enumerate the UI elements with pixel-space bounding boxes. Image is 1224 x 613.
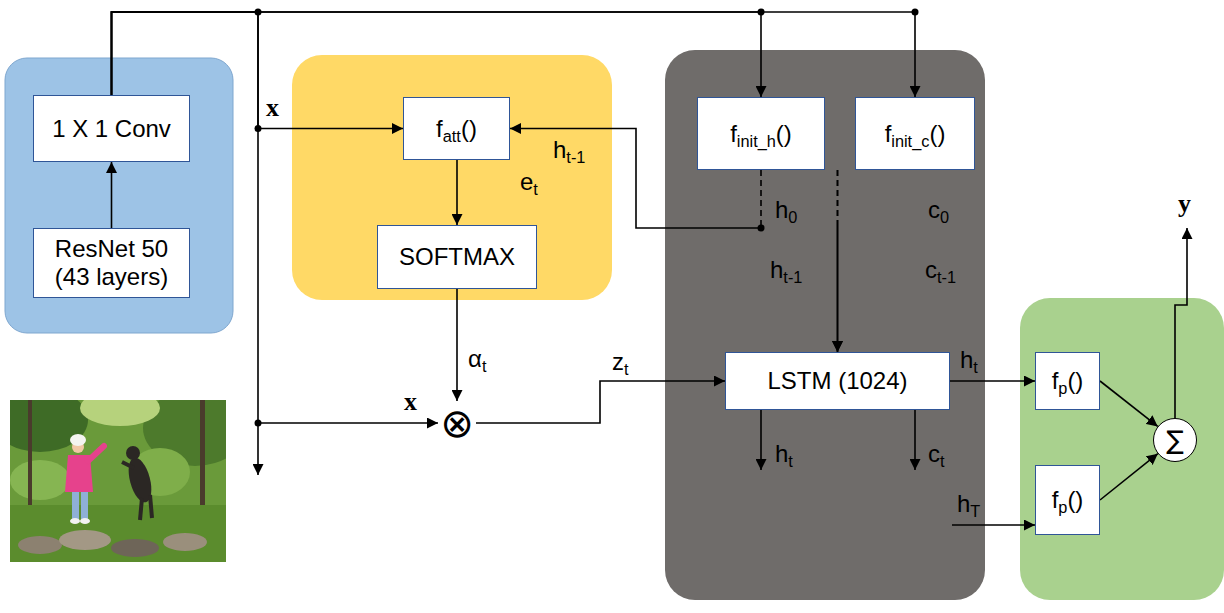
photo-dog-head [126, 446, 140, 460]
init-cell-box: finit_c() [855, 97, 975, 170]
edge-label-anchor: ht [960, 346, 978, 375]
signal-label: ct [928, 440, 945, 467]
signal-label: x [266, 93, 279, 122]
signal-label: y [1178, 189, 1191, 218]
projection-box: fp() [1035, 465, 1100, 535]
input-photo [10, 400, 226, 562]
signal-label: h0 [775, 196, 797, 223]
edge-label-anchor: ht-1 [553, 136, 585, 165]
free-label-anchor: ct-1 [925, 256, 956, 285]
photo-rock [59, 530, 111, 550]
photo-dog-paw [122, 462, 134, 468]
softmax-box: SOFTMAX [377, 225, 537, 289]
photo-girl-shoe [70, 518, 80, 524]
photo-dog-leg [140, 498, 142, 520]
free-label-anchor: hT [957, 490, 980, 519]
multiply-operator: ⊗ [438, 401, 476, 445]
hidden-output-arrow [760, 410, 762, 470]
lstm-box: LSTM (1024) [725, 352, 950, 410]
edge-label-anchor: αt [468, 345, 486, 374]
signal-label: ht [775, 440, 793, 467]
signal-label: zt [612, 348, 629, 375]
free-label-anchor: c0 [928, 196, 949, 225]
free-label-anchor: y [1178, 188, 1191, 219]
node-text: LSTM (1024) [767, 367, 907, 395]
photo-tree-trunk [28, 400, 32, 505]
output-arrow [1175, 228, 1187, 418]
signal-label: ht-1 [770, 256, 802, 283]
connector-arrow [837, 170, 839, 352]
node-text: fp() [1052, 367, 1084, 395]
signal-label: αt [468, 345, 486, 372]
connector-arrow [456, 289, 458, 401]
free-label-anchor: ct [928, 440, 945, 469]
photo-girl-shoe [80, 518, 90, 524]
signal-label: ct-1 [925, 256, 956, 283]
final-hidden-arrow [952, 524, 1035, 526]
connector-arrow [837, 170, 839, 352]
connector-arrow [1100, 454, 1158, 500]
signal-label: ht [960, 346, 978, 373]
conv-box: 1 X 1 Conv [33, 95, 190, 162]
attention-function-box: fatt() [403, 97, 510, 160]
connector-arrow [112, 12, 762, 97]
signal-label: c0 [928, 196, 949, 223]
photo-girl-leg [81, 488, 88, 520]
photo-rock [163, 533, 207, 551]
photo-tree-trunk [200, 400, 205, 510]
photo-girl-arm [88, 446, 104, 461]
resnet-box: ResNet 50 (43 layers) [33, 228, 190, 298]
photo-grass [10, 505, 226, 562]
node-text: fp() [1052, 486, 1084, 514]
sum-operator: ∑ [1153, 418, 1197, 462]
photo-dog-leg [150, 495, 152, 518]
feature-down-arrow [257, 423, 259, 475]
photo-rock [111, 539, 159, 557]
connector-arrow [111, 162, 113, 228]
edge-label-anchor: x [266, 92, 279, 123]
connector-arrow [1100, 381, 1158, 426]
connector-arrow [456, 160, 458, 225]
prediction-panel-fill [1020, 298, 1224, 600]
attention-panel: fatt() SOFTMAX [292, 55, 612, 300]
connector-arrow [112, 12, 439, 423]
attention-panel-fill [292, 55, 612, 300]
photo-rock [18, 536, 62, 554]
node-text: ⊗ [440, 403, 474, 443]
free-label-anchor: ht-1 [770, 256, 802, 285]
node-text: 1 X 1 Conv [52, 115, 171, 143]
node-text: finit_c() [885, 120, 946, 148]
edge-label-anchor: x [404, 386, 417, 417]
cell-output-arrow [914, 410, 916, 470]
backbone-panel: 1 X 1 ConvResNet 50 (43 layers) [5, 58, 233, 333]
free-label-anchor: ht [775, 440, 793, 469]
node-text: ∑ [1166, 427, 1184, 453]
node-text: ResNet 50 (43 layers) [47, 235, 177, 290]
projection-box: fp() [1035, 352, 1100, 410]
connector-arrow [476, 381, 725, 423]
photo-girl-leg [72, 488, 79, 520]
backbone-panel-fill [5, 58, 233, 333]
connector-arrow [112, 12, 916, 97]
signal-label: hT [957, 490, 980, 517]
edge-label-anchor: et [520, 168, 538, 197]
init-hidden-box: finit_h() [697, 97, 825, 170]
free-label-anchor: h0 [775, 196, 797, 225]
lstm-panel-fill [665, 50, 985, 600]
edge-label-anchor: zt [612, 348, 629, 377]
photo-foliage [10, 460, 70, 500]
photo-sky-patch [80, 400, 160, 426]
signal-label: et [520, 168, 538, 195]
signal-label: x [404, 387, 417, 416]
node-text: fatt() [436, 115, 477, 143]
signal-label: ht-1 [553, 136, 585, 163]
lstm-panel: finit_h() finit_c() LSTM (1024) [665, 50, 985, 600]
photo-foliage [10, 400, 88, 452]
photo-girl-hat [70, 434, 86, 446]
node-text: SOFTMAX [399, 243, 515, 271]
node-text: finit_h() [730, 120, 792, 148]
connector-arrow [950, 380, 1035, 382]
prediction-panel: fp() fp() ∑ [1020, 298, 1224, 600]
